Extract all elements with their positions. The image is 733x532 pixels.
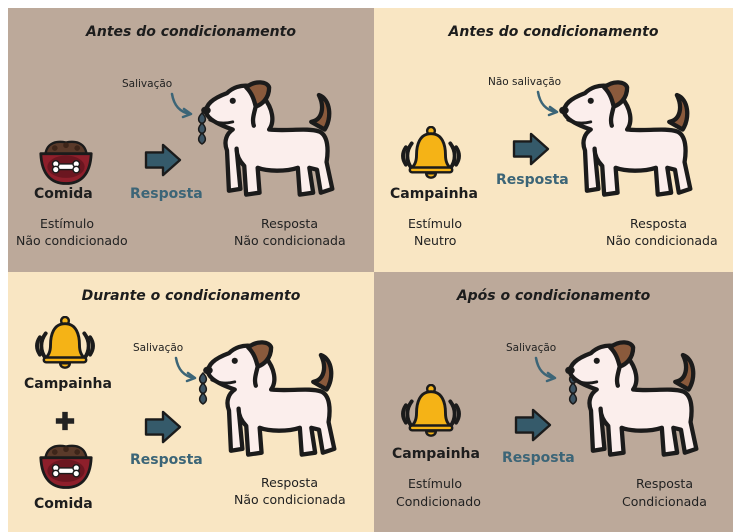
plus-icon [54, 410, 76, 432]
bell-icon [400, 126, 462, 182]
stimulus-desc-2: Condicionado [396, 494, 481, 509]
arrow-right-icon [512, 132, 550, 166]
panel-during-conditioning: Durante o condicionamento Salivação Camp… [8, 272, 374, 532]
saliva-label: Salivação [506, 342, 557, 354]
stimulus-name: Campainha [392, 446, 480, 462]
stimulus-name: Comida [34, 186, 93, 202]
stimulus-name-2: Comida [34, 496, 93, 512]
arrow-right-icon [144, 143, 182, 177]
response-desc-1: Resposta [630, 216, 687, 231]
dog-icon [196, 334, 352, 468]
stimulus-desc-1: Estímulo [408, 476, 463, 491]
arrow-label: Resposta [502, 450, 575, 466]
panel-before-food: Antes do condicionamento Salivação Comid… [8, 8, 374, 272]
stimulus-desc-2: Neutro [414, 233, 457, 248]
panel-title: Após o condicionamento [456, 288, 651, 304]
panel-title: Antes do condicionamento [86, 24, 296, 40]
stimulus-desc-1: Estímulo [408, 216, 463, 231]
saliva-label: Salivação [122, 78, 173, 90]
saliva-label: Não salivação [488, 76, 562, 88]
dog-icon [194, 74, 350, 208]
arrow-right-icon [514, 408, 552, 442]
arrow-label: Resposta [496, 172, 569, 188]
arrow-label: Resposta [130, 452, 203, 468]
arrow-right-icon [144, 410, 182, 444]
stimulus-name: Campainha [390, 186, 478, 202]
response-desc-1: Resposta [261, 216, 318, 231]
stimulus-desc-1: Estímulo [40, 216, 95, 231]
food-bowl-icon [38, 138, 94, 188]
response-desc-2: Condicionada [622, 494, 707, 509]
bell-icon [34, 316, 96, 372]
curved-arrow-icon [174, 356, 197, 383]
panel-after-conditioning: Após o condicionamento Salivação Campain… [374, 272, 733, 532]
curved-arrow-icon [170, 92, 193, 119]
stimulus-desc-2: Não condicionado [16, 233, 128, 248]
panel-title: Antes do condicionamento [448, 24, 659, 40]
response-desc-2: Não condicionada [606, 233, 718, 248]
dog-icon [558, 334, 714, 468]
arrow-label: Resposta [130, 186, 203, 202]
saliva-label: Salivação [133, 342, 184, 354]
panel-before-bell: Antes do condicionamento Não salivação C… [374, 8, 733, 272]
food-bowl-icon [38, 442, 94, 492]
response-desc-1: Resposta [261, 475, 318, 490]
curved-arrow-icon [534, 356, 557, 383]
stimulus-name-1: Campainha [24, 376, 112, 392]
dog-icon [552, 74, 708, 208]
response-desc-2: Não condicionada [234, 233, 346, 248]
panel-title: Durante o condicionamento [81, 288, 301, 304]
bell-icon [400, 384, 462, 440]
response-desc-1: Resposta [636, 476, 693, 491]
response-desc-2: Não condicionada [234, 492, 346, 507]
curved-arrow-icon [536, 90, 559, 117]
